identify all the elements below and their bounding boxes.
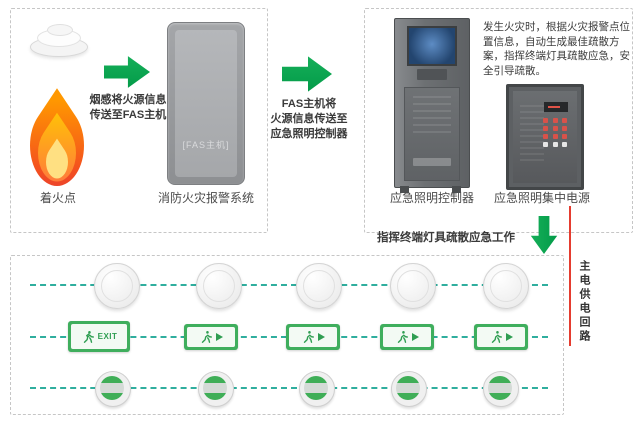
vent-grille	[413, 96, 451, 136]
exit-sign	[184, 324, 238, 350]
emergency-downlight	[95, 371, 131, 407]
exit-arrow-icon	[318, 333, 325, 341]
centralized-power-supply	[506, 84, 584, 190]
alarm-system-label: 消防火灾报警系统	[157, 191, 254, 205]
vent-grille	[520, 105, 544, 161]
caption-line: 火源信息传送至	[270, 113, 348, 125]
smoke-detector-icon	[30, 24, 88, 57]
main-power-line	[569, 206, 571, 346]
exit-arrow-icon	[412, 333, 419, 341]
fas-host-display: [FAS主机]	[167, 22, 245, 185]
downlight-bus-line	[30, 387, 548, 389]
caption-line: 烟感将火源信息	[89, 94, 167, 106]
fire-point-label: 着火点	[39, 191, 76, 205]
running-man-icon	[303, 331, 314, 343]
exit-sign	[474, 324, 528, 350]
running-man-icon	[491, 331, 502, 343]
controller-door	[404, 87, 460, 181]
cabinet-leg	[400, 186, 409, 193]
main-power-circuit-label: 主电供电回路	[578, 260, 590, 344]
exit-sign-text: EXIT	[97, 332, 118, 341]
controller-screen	[407, 26, 457, 66]
emergency-downlight	[299, 371, 335, 407]
power-supply-panel	[513, 91, 577, 183]
ceiling-light	[296, 263, 342, 309]
exit-sign	[380, 324, 434, 350]
control-equipment-group-box	[364, 8, 633, 233]
exit-sign: EXIT	[68, 321, 130, 352]
caption-line: FAS主机将	[281, 98, 337, 110]
emergency-downlight	[483, 371, 519, 407]
power-display	[544, 102, 568, 112]
smoke-to-fas-caption: 烟感将火源信息 传送至FAS主机	[84, 93, 172, 123]
arrow-right-icon	[282, 56, 332, 92]
exit-arrow-icon	[506, 333, 513, 341]
running-man-icon	[397, 331, 408, 343]
fas-screen-label: [FAS主机]	[182, 140, 230, 150]
emergency-lighting-controller	[394, 18, 470, 188]
exit-sign	[286, 324, 340, 350]
caption-line: 传送至FAS主机	[89, 109, 167, 121]
running-man-icon	[83, 330, 94, 343]
fas-to-controller-caption: FAS主机将 火源信息传送至 应急照明控制器	[264, 97, 354, 142]
running-man-icon	[201, 331, 212, 343]
caption-line: 应急照明控制器	[270, 128, 348, 140]
ceiling-light	[390, 263, 436, 309]
power-supply-label: 应急照明集中电源	[493, 191, 590, 205]
emergency-downlight	[198, 371, 234, 407]
terminal-lights-group-box	[10, 255, 564, 415]
exit-arrow-icon	[216, 333, 223, 341]
controller-keypad	[417, 69, 447, 80]
ceiling-light	[483, 263, 529, 309]
fire-response-description: 发生火灾时，根据火灾报警点位置信息，自动生成最佳疏散方案，指挥终端灯具疏散应急，…	[483, 21, 630, 77]
dispatch-caption: 指挥终端灯具疏散应急工作	[377, 232, 515, 244]
fas-host-screen: [FAS主机]	[175, 30, 237, 177]
ceiling-light	[196, 263, 242, 309]
controller-label: 应急照明控制器	[389, 191, 474, 205]
fire-detection-group-box	[10, 8, 268, 233]
label-strip	[413, 158, 451, 166]
cabinet-leg	[452, 186, 461, 193]
emergency-downlight	[391, 371, 427, 407]
flame-icon	[18, 50, 96, 203]
ceiling-light	[94, 263, 140, 309]
lighting-bus-line	[30, 284, 548, 286]
power-keypad	[543, 118, 569, 154]
